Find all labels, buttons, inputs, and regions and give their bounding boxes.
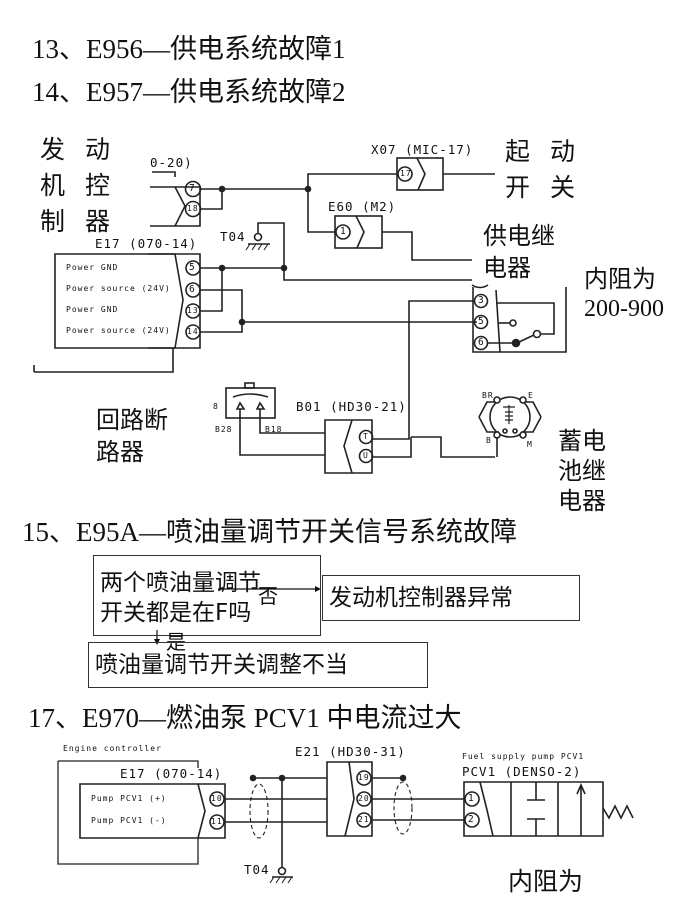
fuel-pump-label: Fuel supply pump PCV1 bbox=[462, 752, 585, 761]
pin-7-label: 7 bbox=[189, 183, 196, 194]
e17-pin-11: 11 bbox=[211, 817, 223, 826]
label-line: 起 动 bbox=[505, 137, 581, 166]
label-line: 池继 bbox=[558, 457, 606, 485]
label-line: 电器 bbox=[558, 487, 606, 515]
adjustment-improper-box: 喷油量调节开关调整不当 bbox=[88, 642, 428, 688]
circuit-breaker-label: 回路断 路器 bbox=[96, 404, 168, 468]
e17-row-2: Pump PCV1 (-) bbox=[91, 816, 167, 825]
resistance-label: 内阻为 200-900 bbox=[584, 264, 664, 324]
heading-e95a: 15、E95A—喷油量调节开关信号系统故障 bbox=[22, 517, 517, 547]
heading-e956: 13、E956—供电系统故障1 bbox=[32, 34, 346, 64]
result-text: 发动机控制器异常 bbox=[329, 585, 513, 611]
label-line: 机 控 bbox=[40, 171, 116, 200]
heading-e970: 17、E970—燃油泵 PCV1 中电流过大 bbox=[28, 703, 462, 733]
t04-ground-label: T04 bbox=[220, 229, 246, 244]
label-line: 回路断 bbox=[96, 406, 168, 434]
b01-pin-t: T bbox=[363, 432, 369, 441]
breaker-pin-b18: B18 bbox=[265, 425, 283, 434]
label-line: 制 器 bbox=[40, 207, 116, 236]
e60-pin-label: 1 bbox=[340, 226, 347, 237]
breaker-pin-8: 8 bbox=[213, 402, 219, 411]
b01-pin-u: U bbox=[363, 451, 369, 460]
supply-relay-label: 供电继 电器 bbox=[483, 220, 555, 284]
battery-terminal-m: M bbox=[527, 440, 533, 449]
e60-connector-label: E60 (M2) bbox=[328, 199, 397, 214]
battery-terminal-e: E bbox=[528, 391, 534, 400]
pcv1-pin-1: 1 bbox=[468, 793, 475, 804]
label-line: 发 动 bbox=[40, 135, 116, 164]
no-branch-label: 否 bbox=[258, 584, 278, 608]
result-text: 喷油量调节开关调整不当 bbox=[95, 652, 348, 678]
label-line: 开 关 bbox=[505, 173, 581, 202]
question-line: 两个喷油量调节 bbox=[100, 570, 261, 596]
pcv1-pin-2: 2 bbox=[468, 814, 475, 825]
battery-relay-symbol bbox=[478, 396, 542, 457]
e17-row: Power GND bbox=[66, 263, 119, 272]
b01-connector-label: B01 (HD30-21) bbox=[296, 399, 407, 414]
e17-row: Power source (24V) bbox=[66, 326, 171, 335]
heading-e957: 14、E957—供电系统故障2 bbox=[32, 77, 346, 107]
battery-terminal-b: B bbox=[486, 436, 492, 445]
e17-row: Power source (24V) bbox=[66, 284, 171, 293]
pin-18-label: 18 bbox=[187, 204, 199, 213]
e17-pin-6: 6 bbox=[189, 284, 196, 295]
e21-pin-19: 19 bbox=[358, 773, 370, 782]
label-line: 路器 bbox=[96, 438, 144, 466]
x07-connector-label: X07 (MIC-17) bbox=[371, 142, 474, 157]
e21-pin-20: 20 bbox=[358, 794, 370, 803]
engine-controller-label: 发 动 机 控 制 器 bbox=[40, 132, 116, 240]
pcv1-connector-label: PCV1 (DENSO-2) bbox=[462, 764, 582, 779]
e17-row-2: Pump PCV1 (+) bbox=[91, 794, 167, 803]
relay-pin-5: 5 bbox=[478, 316, 485, 327]
breaker-pin-b28: B28 bbox=[215, 425, 233, 434]
e17-pin-13: 13 bbox=[187, 306, 199, 315]
battery-terminal-br: BR bbox=[482, 391, 494, 400]
label-line: 蓄电 bbox=[558, 427, 606, 455]
label-line: 电器 bbox=[483, 254, 531, 282]
relay-pin-6: 6 bbox=[478, 337, 485, 348]
question-box: 两个喷油量调节 开关都是在F吗 bbox=[93, 555, 321, 636]
label-line: 供电继 bbox=[483, 222, 555, 250]
controller-abnormal-box: 发动机控制器异常 bbox=[322, 575, 580, 621]
battery-relay-label: 蓄电 池继 电器 bbox=[558, 426, 606, 516]
e17-row: Power GND bbox=[66, 305, 119, 314]
x07-pin-label: 17 bbox=[400, 169, 412, 178]
label-line: 200-900 bbox=[584, 296, 664, 322]
e17-connector-label: E17 (070-14) bbox=[95, 236, 198, 251]
engine-controller-label-2: Engine controller bbox=[63, 744, 162, 753]
connector-partial-label: 0-20) bbox=[150, 155, 193, 170]
e17-pin-10: 10 bbox=[211, 794, 223, 803]
e21-connector-label: E21 (HD30-31) bbox=[295, 744, 406, 759]
question-line: 开关都是在F吗 bbox=[100, 600, 252, 626]
label-line: 内阻为 bbox=[584, 265, 656, 293]
resistance-label-2: 内阻为 bbox=[508, 867, 584, 896]
e17-connector-label-2: E17 (070-14) bbox=[120, 766, 223, 781]
start-switch-label: 起 动 开 关 bbox=[505, 134, 581, 206]
relay-pin-3: 3 bbox=[478, 295, 485, 306]
e17-pin-14: 14 bbox=[187, 327, 199, 336]
e21-pin-21: 21 bbox=[358, 815, 370, 824]
e17-pin-5: 5 bbox=[189, 262, 196, 273]
t04-ground-label-2: T04 bbox=[244, 862, 270, 877]
